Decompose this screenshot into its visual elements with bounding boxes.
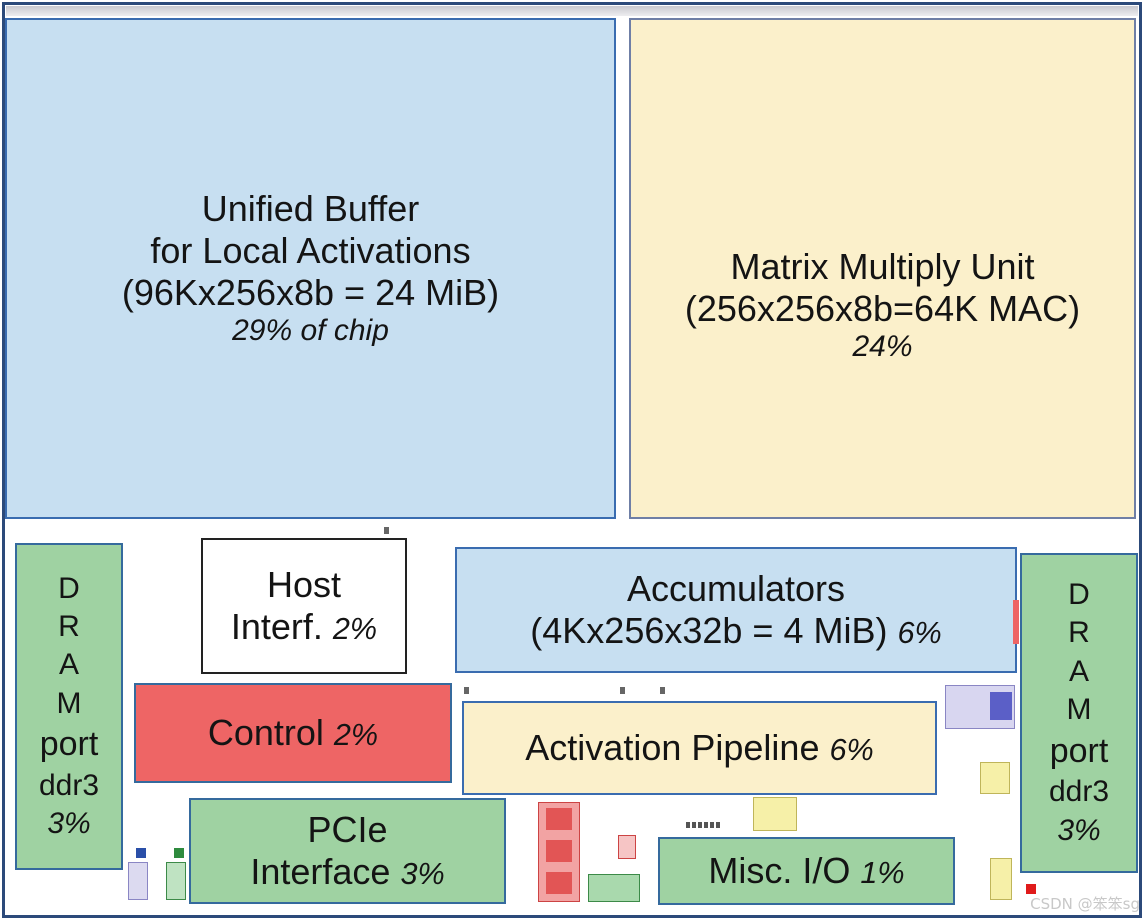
dram-right-port: port [1049,731,1109,770]
misc-io-block: Misc. I/O 1% [658,837,955,905]
control-label: Control [207,712,324,754]
misc-io-percent: 1% [860,856,905,891]
unified-buffer-title: Unified Buffer [201,188,420,230]
small-cell-left-purple [128,862,148,900]
top-edge-strip [6,6,1138,16]
small-cell-green [588,874,640,902]
small-cell-marker-2 [464,687,469,694]
unified-buffer-percent: 29% of chip [232,313,389,347]
unified-buffer-size: (96Kx256x8b = 24 MiB) [121,271,500,313]
host-interface-block: Host Interf. 2% [201,538,407,674]
accumulators-title: Accumulators [626,568,846,610]
small-cell-pink [618,835,636,859]
activation-pipeline-label: Activation Pipeline [525,727,820,769]
small-cell-red-2 [546,840,572,862]
small-cell-red-3 [546,872,572,894]
small-cell-left-blue-square [136,848,146,858]
misc-io-label: Misc. I/O [708,850,851,892]
dram-right-letter-a: A [1068,654,1089,688]
matrix-multiply-unit-block: Matrix Multiply Unit (256x256x8b=64K MAC… [629,18,1136,519]
dram-left-letter-d: D [58,571,80,605]
dram-port-left: D R A M port ddr3 3% [15,543,123,870]
accumulators-block: Accumulators (4Kx256x32b = 4 MiB) 6% [455,547,1017,673]
dram-right-letter-d: D [1068,578,1090,612]
pcie-interface-block: PCIe Interface 3% [189,798,506,904]
host-interface-subtitle: Interf. [230,606,323,647]
small-cell-yellow-3 [990,858,1012,900]
dram-left-letter-m: M [56,686,82,720]
matrix-unit-percent: 24% [852,329,913,363]
small-cell-marker-4 [660,687,665,694]
small-cell-marker-1 [384,527,389,534]
dram-left-letter-a: A [58,648,79,682]
host-interface-label: Interf. 2% [231,606,377,648]
dram-left-ddr3: ddr3 [38,768,100,802]
dram-left-port: port [39,725,99,764]
accumulators-size: (4Kx256x32b = 4 MiB) [530,610,888,651]
small-cell-left-green-square [174,848,184,858]
dram-right-letter-r: R [1068,616,1090,650]
control-percent: 2% [333,718,379,753]
misc-io-line: Misc. I/O 1% [708,850,904,892]
host-interface-title: Host [266,564,342,606]
matrix-unit-title: Matrix Multiply Unit [730,246,1035,287]
pcie-label: Interface 3% [250,851,444,893]
unified-buffer-block: Unified Buffer for Local Activations (96… [5,18,616,519]
small-cell-left-green [166,862,186,900]
small-cell-lavender-steps [990,692,1012,720]
dram-right-percent: 3% [1057,813,1101,847]
dram-right-ddr3: ddr3 [1048,775,1110,809]
activation-pipeline-line: Activation Pipeline 6% [525,727,873,769]
dram-left-percent: 3% [47,807,91,841]
host-interface-percent: 2% [332,612,378,646]
dram-left-letter-r: R [58,609,80,643]
pcie-title: PCIe [307,809,388,851]
small-cell-red-square [1026,884,1036,894]
activation-pipeline-block: Activation Pipeline 6% [462,701,937,795]
small-cell-red-1 [546,808,572,830]
accumulators-label: (4Kx256x32b = 4 MiB) 6% [530,610,941,652]
matrix-unit-size: (256x256x8b=64K MAC) [684,287,1081,329]
small-cell-yellow-2 [980,762,1010,794]
accumulators-percent: 6% [897,616,942,650]
activation-pipeline-percent: 6% [829,733,874,768]
small-cell-edge-red [1013,600,1019,644]
control-label-line: Control 2% [208,712,378,754]
small-cell-dots [686,822,720,828]
small-cell-yellow-1 [753,797,797,831]
pcie-percent: 3% [400,857,445,891]
unified-buffer-subtitle: for Local Activations [150,230,471,272]
pcie-subtitle: Interface [250,851,391,892]
small-cell-marker-3 [620,687,625,694]
dram-port-right: D R A M port ddr3 3% [1020,553,1138,873]
dram-right-letter-m: M [1066,693,1092,727]
control-block: Control 2% [134,683,452,783]
watermark: CSDN @笨笨sg [1030,895,1140,913]
